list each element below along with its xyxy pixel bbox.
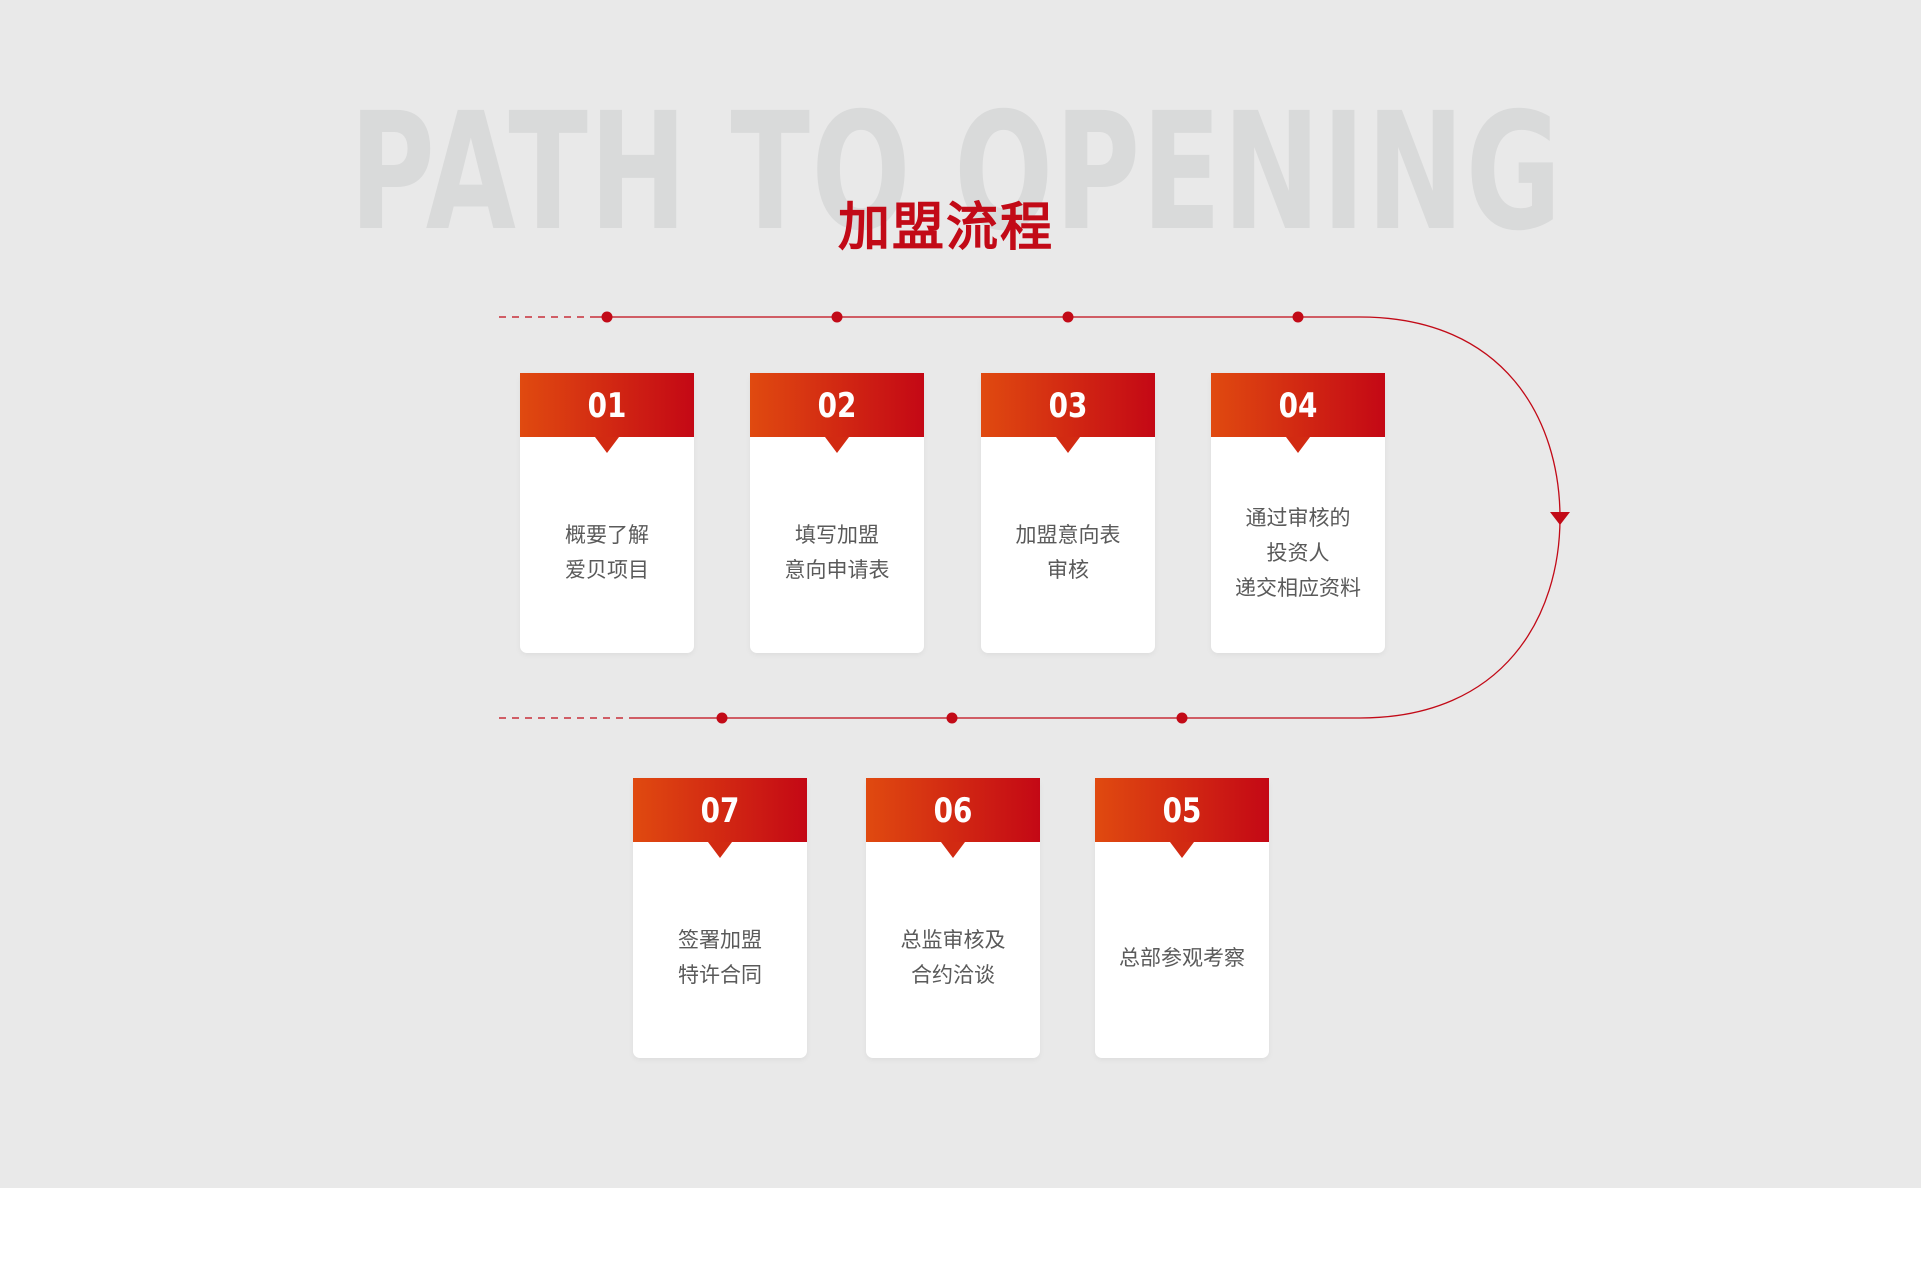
step-card-04: 04 通过审核的 投资人 递交相应资料	[1211, 373, 1385, 653]
step-card-body: 总部参观考察	[1095, 858, 1269, 1058]
step-number: 03	[1048, 386, 1088, 426]
step-node-02	[831, 311, 843, 323]
step-number: 04	[1278, 386, 1318, 426]
step-description: 总监审核及 合约洽谈	[900, 928, 1006, 987]
step-number: 02	[817, 386, 857, 426]
step-node-06	[946, 712, 958, 724]
step-number: 01	[587, 386, 627, 426]
step-number: 07	[700, 791, 740, 831]
step-number: 05	[1162, 791, 1202, 831]
step-description: 总部参观考察	[1119, 945, 1245, 970]
step-card-06: 06 总监审核及 合约洽谈	[866, 778, 1040, 1058]
return-curve	[1359, 316, 1561, 719]
step-node-01	[601, 311, 613, 323]
step-number: 06	[933, 791, 973, 831]
step-node-03	[1062, 311, 1074, 323]
step-card-07: 07 签署加盟 特许合同	[633, 778, 807, 1058]
step-card-header: 04	[1211, 373, 1385, 453]
curve-arrow-icon	[1550, 512, 1570, 525]
step-description: 填写加盟 意向申请表	[784, 523, 890, 582]
step-card-body: 通过审核的 投资人 递交相应资料	[1211, 453, 1385, 653]
page-title: 加盟流程	[837, 198, 1054, 258]
step-card-header: 07	[633, 778, 807, 858]
step-card-header: 02	[750, 373, 924, 453]
step-card-body: 签署加盟 特许合同	[633, 858, 807, 1058]
step-node-05	[1176, 712, 1188, 724]
step-card-body: 填写加盟 意向申请表	[750, 453, 924, 653]
step-card-header: 06	[866, 778, 1040, 858]
step-description: 签署加盟 特许合同	[678, 928, 762, 987]
step-card-03: 03 加盟意向表 审核	[981, 373, 1155, 653]
step-card-body: 总监审核及 合约洽谈	[866, 858, 1040, 1058]
step-card-02: 02 填写加盟 意向申请表	[750, 373, 924, 653]
step-description: 加盟意向表 审核	[1015, 523, 1121, 582]
step-card-05: 05 总部参观考察	[1095, 778, 1269, 1058]
step-card-body: 加盟意向表 审核	[981, 453, 1155, 653]
step-card-header: 03	[981, 373, 1155, 453]
step-description: 通过审核的 投资人 递交相应资料	[1235, 505, 1361, 600]
background-watermark-text: PATH TO OPENING	[349, 79, 1563, 267]
step-description: 概要了解 爱贝项目	[565, 523, 649, 582]
step-card-01: 01 概要了解 爱贝项目	[520, 373, 694, 653]
step-node-04	[1292, 311, 1304, 323]
step-node-07	[716, 712, 728, 724]
step-card-header: 05	[1095, 778, 1269, 858]
step-card-body: 概要了解 爱贝项目	[520, 453, 694, 653]
step-card-header: 01	[520, 373, 694, 453]
